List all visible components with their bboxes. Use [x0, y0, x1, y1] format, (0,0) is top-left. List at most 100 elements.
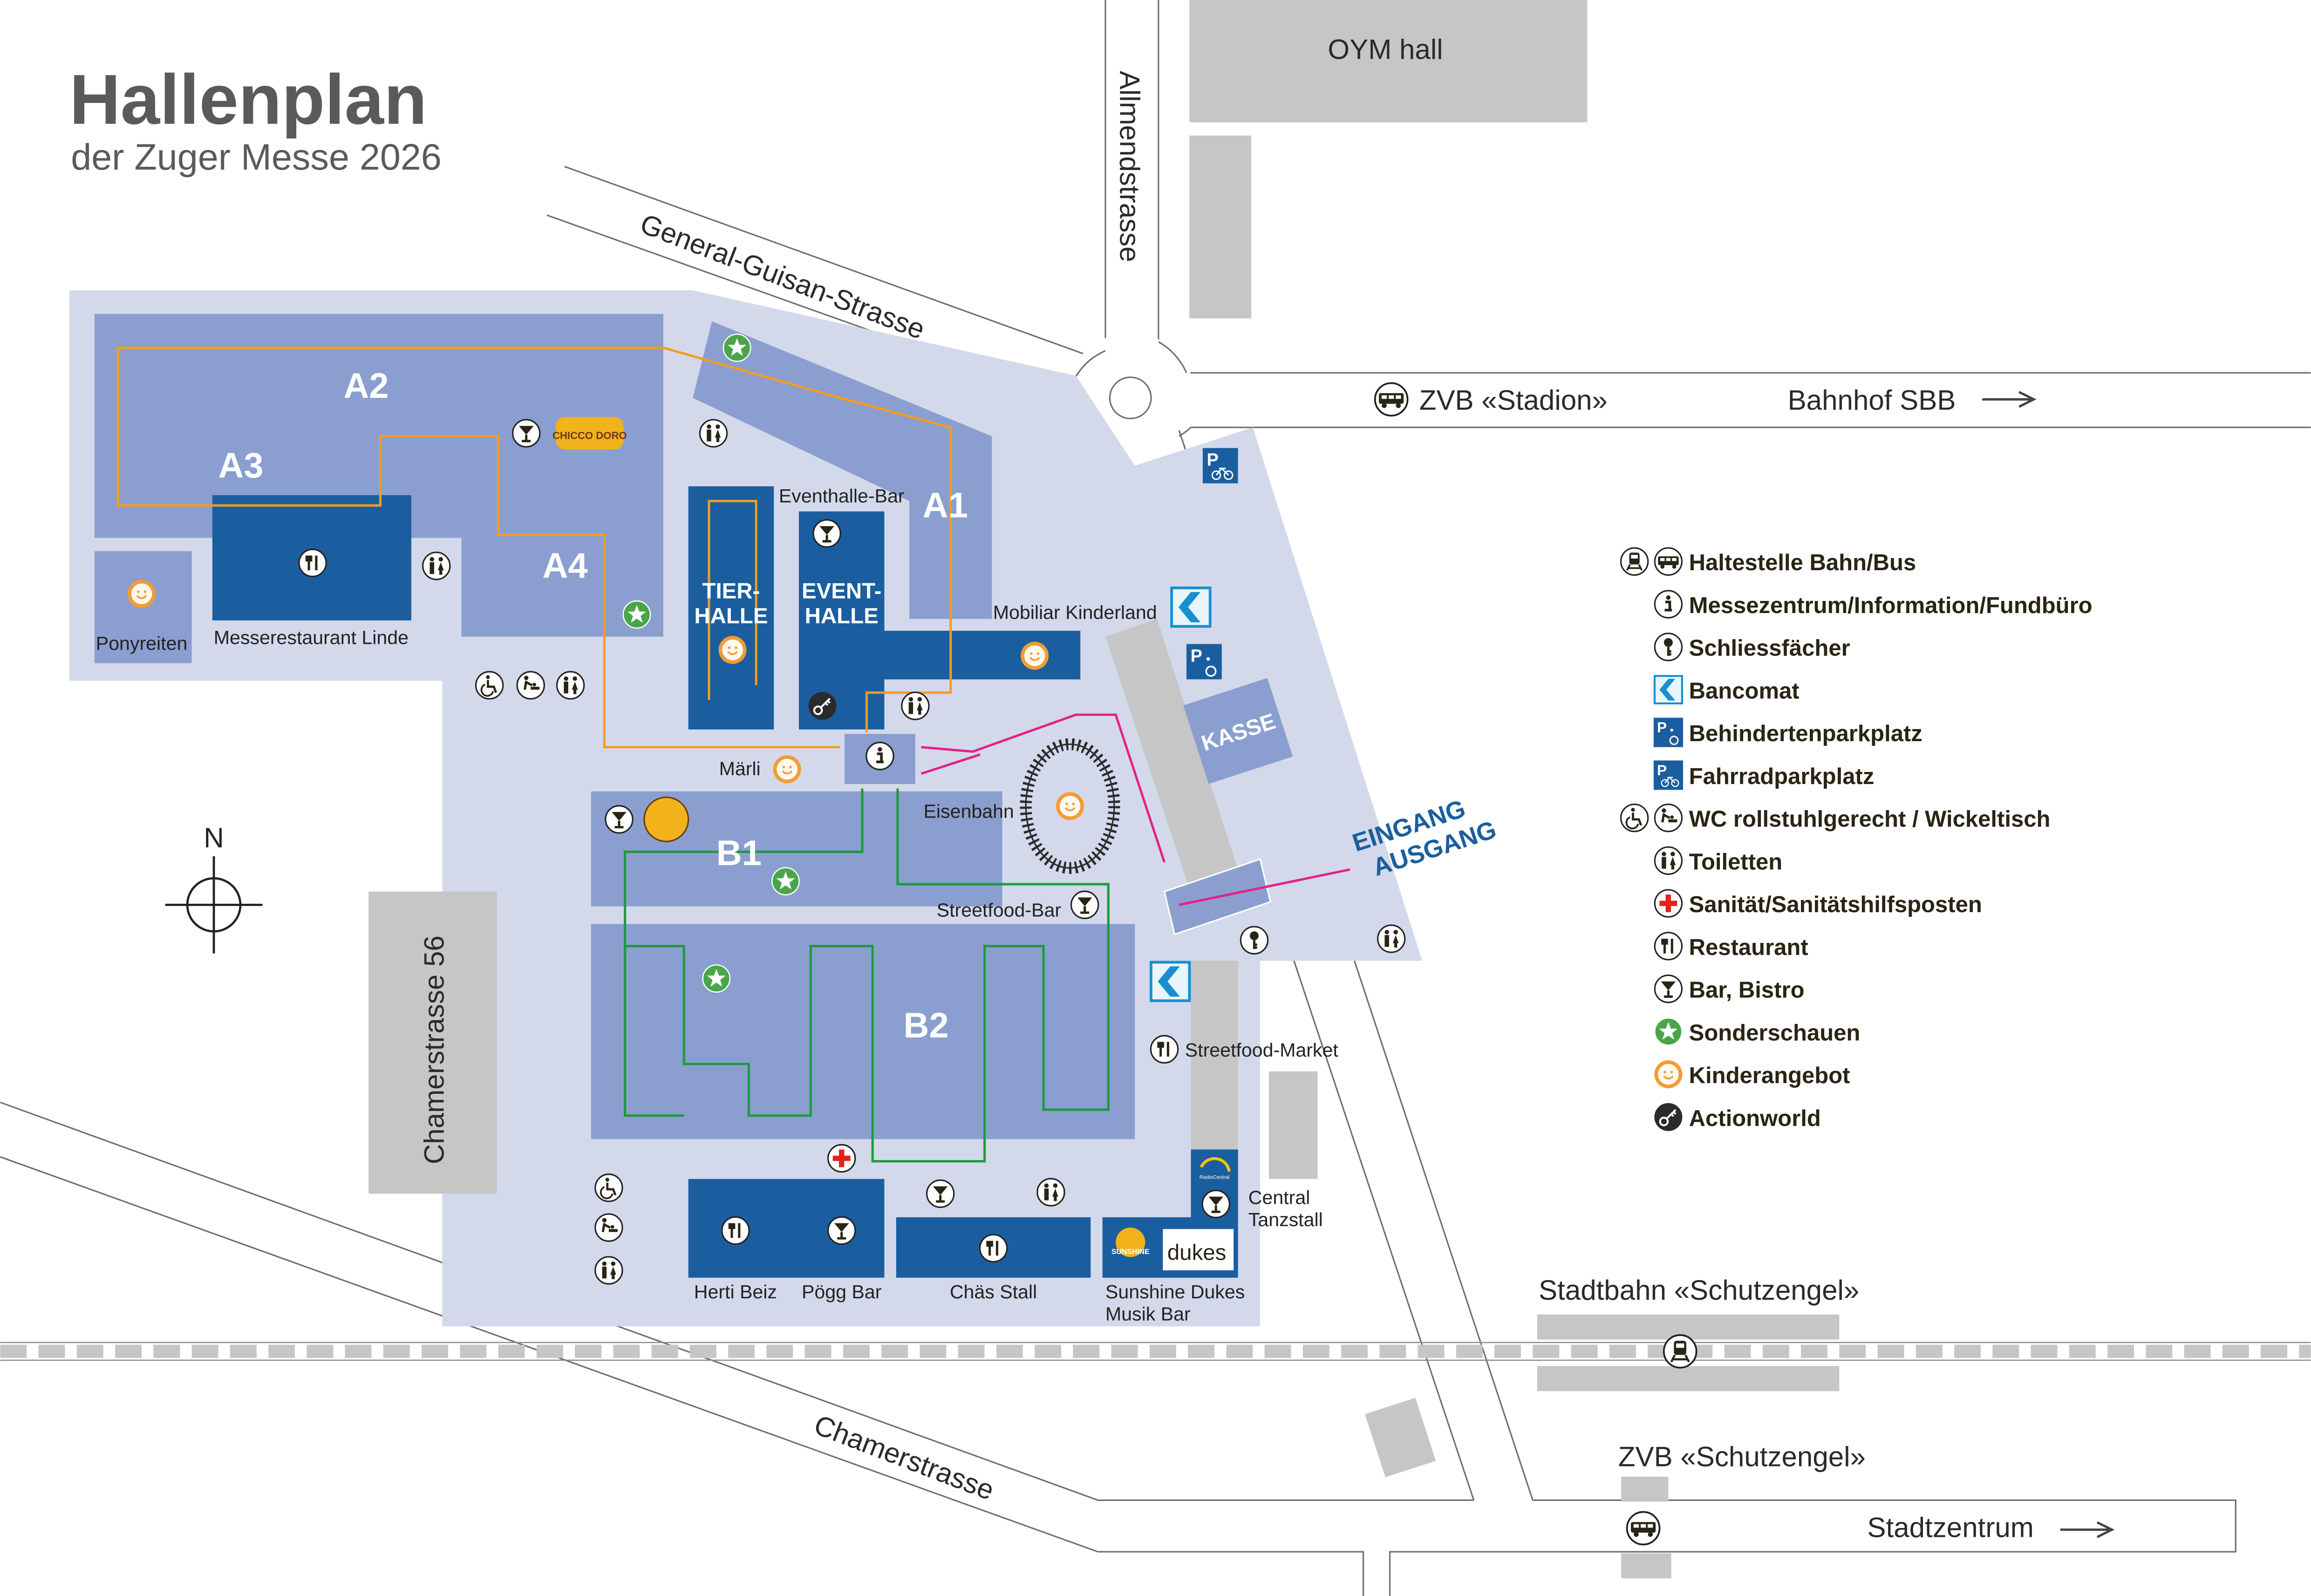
legend-label: Sonderschauen — [1689, 1020, 1861, 1045]
toilet-icon — [1654, 846, 1683, 875]
legend-label: Toiletten — [1689, 849, 1783, 874]
svg-text:RadioCentral: RadioCentral — [1200, 1175, 1230, 1180]
info-icon — [1655, 591, 1682, 618]
special-show-icon[interactable] — [622, 600, 651, 629]
bar-icon — [1655, 975, 1682, 1003]
legend-label: Fahrradparkplatz — [1689, 764, 1875, 789]
allmendstrasse-label: Allmendstrasse — [1114, 71, 1145, 262]
bancomat-icon — [1655, 676, 1682, 703]
bar-icon[interactable] — [1202, 1190, 1229, 1217]
bar-icon[interactable] — [828, 1217, 855, 1244]
bus-stop-icon[interactable] — [1374, 382, 1409, 417]
toilet-icon[interactable] — [1377, 924, 1406, 953]
legend-label: Restaurant — [1689, 935, 1808, 960]
kids-icon[interactable] — [1020, 641, 1050, 671]
wheelchair-icon[interactable] — [595, 1174, 622, 1201]
baby-changing-icon[interactable] — [517, 672, 544, 699]
bancomat-icon[interactable] — [1151, 962, 1190, 1001]
first-aid-icon[interactable] — [827, 1144, 856, 1173]
compass-north-label: N — [204, 822, 224, 853]
bus-icon — [1654, 547, 1683, 576]
restaurant-icon[interactable] — [299, 549, 326, 576]
toilet-icon[interactable] — [901, 691, 930, 720]
special-show-icon[interactable] — [723, 333, 751, 362]
chamerstrasse-label: Chamerstrasse — [810, 1409, 998, 1506]
zvb-schutzengel-label: ZVB «Schutzengel» — [1618, 1441, 1866, 1473]
compass: N — [165, 822, 263, 954]
toilet-icon[interactable] — [1036, 1178, 1065, 1207]
toilet-icon[interactable] — [422, 552, 451, 580]
stadtzentrum-label[interactable]: Stadtzentrum — [1867, 1512, 2033, 1543]
bancomat-icon[interactable] — [1172, 588, 1210, 627]
kasse-booth: KASSE — [1183, 678, 1293, 784]
eventhalle-bar-label: Eventhalle-Bar — [779, 485, 905, 507]
restaurant-icon[interactable] — [980, 1235, 1007, 1262]
arrow-right-icon — [1982, 391, 2037, 408]
oym-hall-label: OYM hall — [1328, 34, 1443, 65]
legend-label: WC rollstuhlgerecht / Wickeltisch — [1689, 807, 2051, 832]
central-tanzstall-label-1: Central — [1248, 1187, 1310, 1208]
eventhalle-label-1: EVENT- — [802, 579, 881, 603]
toilet-icon[interactable] — [594, 1256, 623, 1285]
streetfood-market-area — [1191, 961, 1238, 1150]
toilet-icon[interactable] — [556, 671, 585, 700]
oym-hall-building — [1189, 0, 1588, 123]
legend-label: Bar, Bistro — [1689, 978, 1805, 1003]
locker-key-icon[interactable] — [1241, 927, 1268, 954]
hall-a2-label: A2 — [343, 366, 389, 406]
special-show-icon[interactable] — [702, 964, 731, 993]
toilet-icon[interactable] — [699, 419, 728, 448]
disabled-parking-icon — [1653, 717, 1684, 747]
stadtbahn-schutzengel-label: Stadtbahn «Schutzengel» — [1539, 1275, 1859, 1306]
sunshine-dukes-label-2: Musik Bar — [1105, 1303, 1191, 1324]
bar-icon[interactable] — [606, 806, 633, 833]
train-stop-icon[interactable] — [1664, 1335, 1697, 1368]
bus-stop-icon[interactable] — [1626, 1511, 1661, 1546]
disabled-parking-icon[interactable] — [1186, 644, 1222, 680]
bar-icon[interactable] — [513, 420, 540, 447]
kids-icon[interactable] — [717, 635, 748, 665]
action-icon[interactable] — [809, 692, 837, 720]
baby-changing-icon — [1655, 805, 1682, 832]
bar-icon[interactable] — [1071, 891, 1098, 918]
kids-icon[interactable] — [1055, 791, 1085, 821]
poegg-bar-label: Pögg Bar — [802, 1281, 881, 1303]
restaurant-icon[interactable] — [1151, 1036, 1178, 1063]
wheelchair-icon[interactable] — [476, 672, 503, 699]
model-railway — [1020, 738, 1120, 874]
hall-a4-label: A4 — [543, 546, 588, 586]
maerli-label: Märli — [719, 758, 761, 779]
bike-parking-icon[interactable] — [1202, 448, 1238, 484]
chamerstrasse-56-label: Chamerstrasse 56 — [419, 935, 450, 1164]
building — [1364, 1398, 1436, 1478]
route-green — [624, 788, 1110, 1163]
restaurant-icon — [1655, 933, 1682, 960]
page-title: Hallenplan — [69, 61, 427, 139]
baby-changing-icon[interactable] — [595, 1214, 622, 1241]
chicco-doro-logo: CHICCO DORO — [552, 417, 627, 450]
first-aid-icon — [1654, 889, 1683, 918]
bahnhof-sbb-label[interactable]: Bahnhof SBB — [1788, 384, 1956, 416]
railway-rails — [0, 1342, 2311, 1361]
herti-beiz-label: Herti Beiz — [694, 1281, 777, 1303]
kids-icon — [1653, 1059, 1684, 1089]
locker-key-icon — [1655, 634, 1682, 661]
legend-label: Schliessfächer — [1689, 636, 1850, 661]
linde-label: Messerestaurant Linde — [214, 627, 409, 648]
hall-b1-label: B1 — [716, 833, 762, 873]
central-tanzstall-building — [1269, 1071, 1318, 1179]
bus-platform — [1621, 1476, 1669, 1502]
restaurant-icon[interactable] — [722, 1217, 749, 1244]
stadtbahn-platform — [1537, 1314, 1840, 1340]
central-tanzstall-label-2: Tanzstall — [1248, 1209, 1323, 1230]
bar-icon[interactable] — [927, 1180, 954, 1207]
arrow-right-icon — [2060, 1521, 2115, 1538]
info-icon[interactable] — [866, 743, 893, 770]
route-orange — [116, 347, 952, 749]
star-icon — [1654, 1017, 1683, 1046]
kids-icon[interactable] — [127, 579, 157, 609]
bar-icon[interactable] — [813, 520, 840, 547]
kids-icon[interactable] — [772, 754, 802, 784]
special-show-icon[interactable] — [771, 867, 800, 896]
